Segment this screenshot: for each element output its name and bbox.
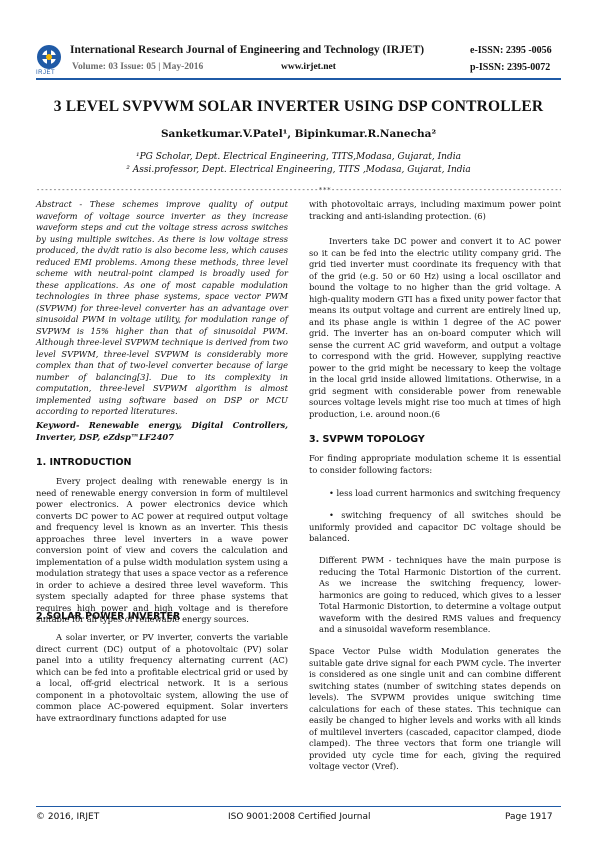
svpwm-paragraph-3: Space Vector Pulse width Modulation gene… [309, 646, 561, 771]
eissn: e-ISSN: 2395 -0056 [470, 45, 552, 56]
journal-name: International Research Journal of Engine… [70, 44, 425, 56]
paper-title: 3 LEVEL SVPVWM SOLAR INVERTER USING DSP … [53, 98, 544, 115]
footer-page: Page 1917 [505, 812, 553, 822]
affiliation-1: ¹PG Scholar, Dept. Electrical Engineerin… [136, 152, 461, 162]
svpwm-paragraph-2: Different PWM - techniques have the main… [319, 555, 561, 634]
website-link[interactable]: www.irjet.net [281, 62, 336, 72]
bullet-1: • less load current harmonics and switch… [329, 488, 561, 498]
separator: ----------------------------------------… [36, 186, 561, 194]
bullet-2: • switching frequency of all switches sh… [309, 510, 561, 543]
affiliation-2: ² Assi.professor, Dept. Electrical Engin… [126, 165, 471, 175]
journal-logo-icon [37, 45, 61, 69]
intro-heading: 1. INTRODUCTION [36, 457, 132, 468]
authors: Sanketkumar.V.Patel¹, Bipinkumar.R.Nanec… [160, 128, 437, 140]
keywords: Keyword- Renewable energy, Digital Contr… [36, 420, 288, 442]
right-paragraph-1: with photovoltaic arrays, including maxi… [309, 199, 561, 221]
footer-rule [36, 806, 561, 807]
pissn: p-ISSN: 2395-0072 [470, 62, 551, 73]
volume-issue: Volume: 03 Issue: 05 | May-2016 [72, 62, 204, 72]
footer-iso: ISO 9001:2008 Certified Journal [228, 812, 371, 822]
svpwm-intro: For finding appropriate modulation schem… [309, 453, 561, 475]
header-rule [36, 78, 561, 80]
solar-text: A solar inverter, or PV inverter, conver… [36, 632, 288, 723]
abstract: Abstract - These schemes improve quality… [36, 199, 288, 416]
right-paragraph-2: Inverters take DC power and convert it t… [309, 236, 561, 419]
svpwm-heading: 3. SVPWM TOPOLOGY [309, 434, 425, 445]
logo-text: IRJET [36, 70, 56, 76]
footer-copyright: © 2016, IRJET [36, 812, 100, 822]
solar-heading: 2.SOLAR POWER INVERTER [36, 611, 181, 622]
intro-text: Every project dealing with renewable ene… [36, 476, 288, 624]
